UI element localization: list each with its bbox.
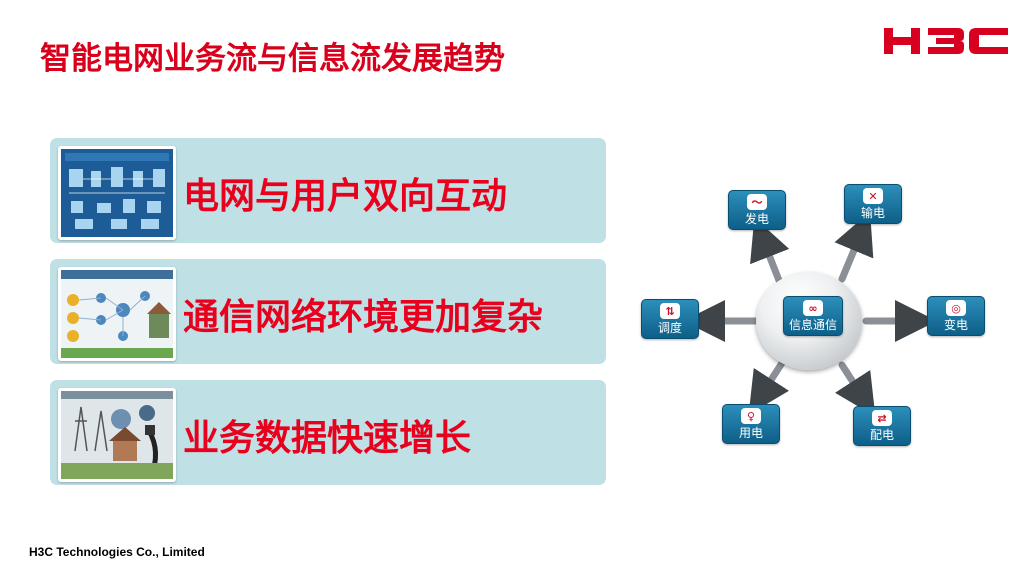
footer-company: H3C Technologies Co., Limited — [29, 545, 205, 559]
node-label: 输电 — [860, 206, 885, 220]
panel-network-complexity: 通信网络环境更加复杂 — [50, 259, 606, 364]
dispatch-icon: ⇅ — [660, 303, 680, 319]
slide-title: 智能电网业务流与信息流发展趋势 — [40, 41, 505, 77]
panel-label: 电网与用户双向互动 — [183, 176, 508, 217]
tower-icon: ✕ — [863, 188, 883, 204]
info-communication-diagram: ～ 发电 ✕ 输电 ◎ 变电 ⇄ 配电 ♀ 用电 ⇅ 调度 ∞ 信息通信 — [630, 175, 1000, 465]
panel-label: 业务数据快速增长 — [183, 418, 472, 459]
arrow-connectors — [683, 211, 937, 417]
node-label: 配电 — [869, 428, 894, 442]
panel-label: 通信网络环境更加复杂 — [183, 297, 544, 338]
node-consumption: ♀ 用电 — [722, 404, 780, 444]
node-center: ∞ 信息通信 — [783, 296, 843, 336]
link-icon: ∞ — [803, 300, 823, 316]
bulb-icon: ♀ — [741, 408, 761, 424]
node-generation: ～ 发电 — [728, 190, 786, 230]
node-label: 调度 — [657, 321, 682, 335]
node-dispatch: ⇅ 调度 — [641, 299, 699, 339]
panel-grid-user-interaction: 电网与用户双向互动 — [50, 138, 606, 243]
wave-icon: ～ — [747, 194, 767, 210]
node-label: 变电 — [943, 318, 968, 332]
switch-icon: ⇄ — [872, 410, 892, 426]
node-distribution: ⇄ 配电 — [853, 406, 911, 446]
power-system-thumbnail — [58, 146, 176, 240]
smart-grid-thumbnail — [58, 388, 176, 482]
node-transformation: ◎ 变电 — [927, 296, 985, 336]
hub-sphere: ∞ 信息通信 — [756, 272, 862, 370]
node-label: 用电 — [738, 426, 763, 440]
h3c-logo — [884, 28, 1008, 54]
network-diagram-thumbnail — [58, 267, 176, 361]
node-transmission: ✕ 输电 — [844, 184, 902, 224]
panel-data-growth: 业务数据快速增长 — [50, 380, 606, 485]
transformer-icon: ◎ — [946, 300, 966, 316]
node-label: 发电 — [744, 212, 769, 226]
node-label: 信息通信 — [788, 318, 837, 332]
